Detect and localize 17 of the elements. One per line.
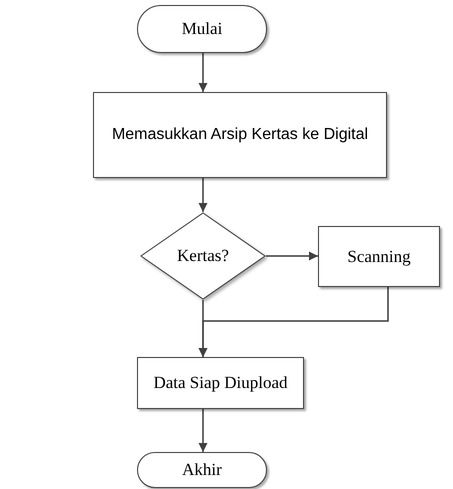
process-box <box>137 357 304 409</box>
process-box <box>93 92 387 178</box>
terminal-shape <box>137 452 267 488</box>
arrow <box>266 252 318 260</box>
arrow <box>198 178 208 212</box>
node-label: Mulai <box>182 19 222 39</box>
arrow <box>198 300 208 357</box>
node-label: Akhir <box>182 460 222 480</box>
node-label: Kertas? <box>177 246 229 266</box>
decision-diamond <box>140 212 266 300</box>
node-label: Scanning <box>347 246 411 266</box>
arrow <box>198 53 208 92</box>
terminal-shape <box>137 5 267 53</box>
node-label: Memasukkan Arsip Kertas ke Digital <box>112 126 368 144</box>
arrow <box>198 409 208 452</box>
node-label: Data Siap Diupload <box>153 373 288 393</box>
process-box <box>318 226 440 287</box>
